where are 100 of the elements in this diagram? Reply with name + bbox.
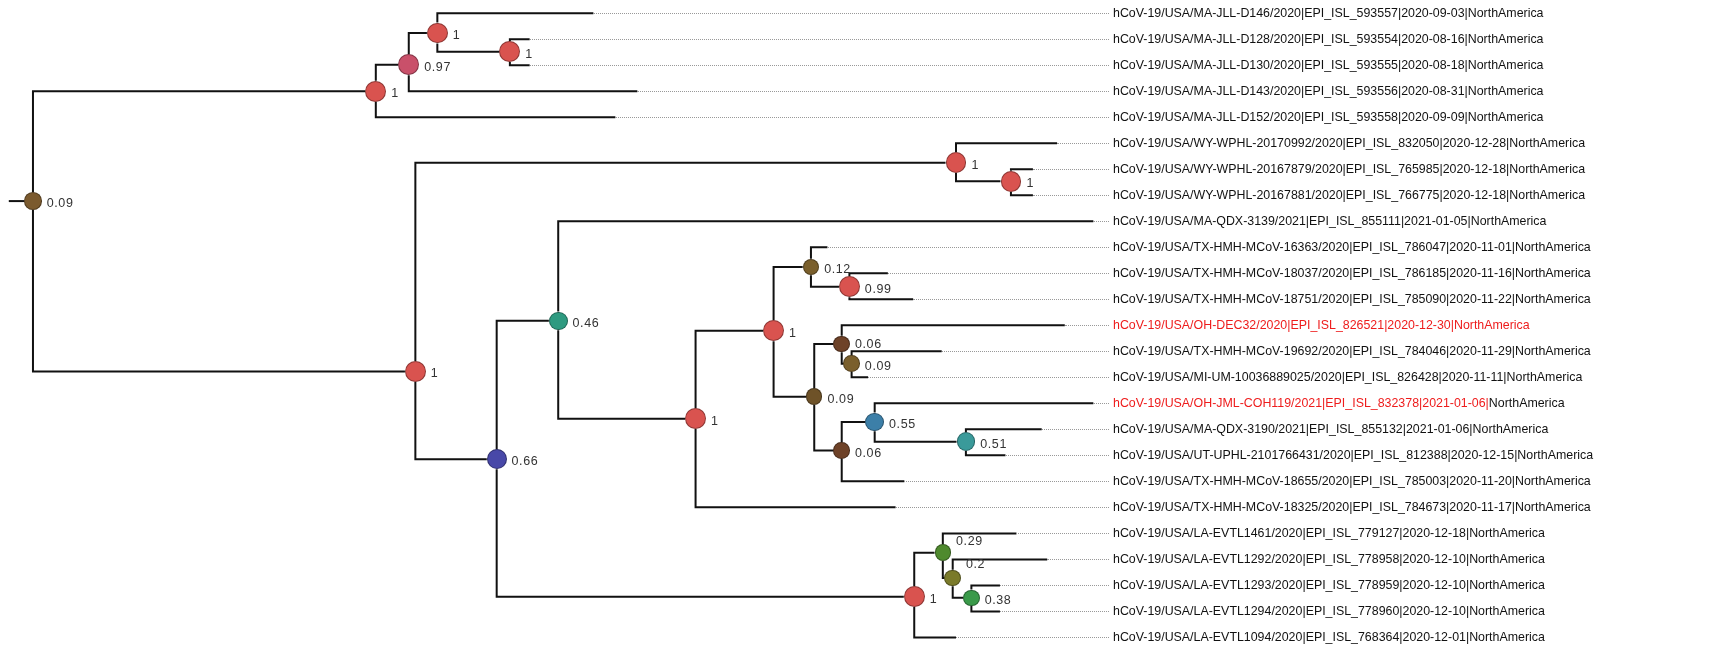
- support-value: 0.12: [824, 262, 851, 276]
- support-value: 0.2: [965, 557, 986, 571]
- node-circle: [426, 22, 448, 44]
- sequence-label: hCoV-19/USA/TX-HMH-MCoV-19692/2020|EPI_ISL_784046|2020-11-29|NorthAmerica: [1113, 343, 1591, 359]
- node-circle: [365, 80, 387, 102]
- tree-branch: [813, 403, 835, 452]
- node-circle: [763, 320, 784, 342]
- sequence-label: hCoV-19/USA/TX-HMH-MCoV-18655/2020|EPI_ISL_785003|2020-11-20|NorthAmerica: [1113, 473, 1591, 489]
- sequence-label: hCoV-19/USA/MI-UM-10036889025/2020|EPI_ISL_826428|2020-11-11|NorthAmerica: [1113, 369, 1583, 385]
- support-value: 0.99: [864, 281, 892, 296]
- tree-branch: [850, 350, 943, 357]
- tree-branch: [970, 605, 1001, 613]
- node-circle: [499, 41, 521, 63]
- tree-branch: [436, 12, 595, 24]
- tree-branch: [407, 74, 639, 93]
- tree-branch: [955, 142, 1059, 154]
- node-circle: [903, 586, 925, 608]
- node-circle: [833, 442, 850, 459]
- tree-branch: [374, 63, 400, 82]
- sequence-label: hCoV-19/USA/MA-JLL-D130/2020|EPI_ISL_593555|2020-08-18|NorthAmerica: [1113, 57, 1544, 73]
- node-circle: [944, 569, 961, 587]
- support-value: 0.97: [424, 59, 451, 74]
- support-value: 0.38: [984, 592, 1012, 607]
- node-circle: [802, 258, 820, 276]
- tree-branch: [772, 266, 804, 322]
- tree-branch: [840, 420, 867, 444]
- node-circle: [685, 408, 706, 430]
- tree-branch: [436, 42, 501, 53]
- sequence-label: hCoV-19/USA/MA-JLL-D143/2020|EPI_ISL_593556|2020-08-31|NorthAmerica: [1113, 83, 1544, 99]
- support-value: 1: [1026, 176, 1034, 191]
- node-circle: [1000, 170, 1022, 192]
- tree-branch: [694, 329, 765, 410]
- sequence-label: hCoV-19/USA/OH-JML-COH119/2021|EPI_ISL_832378|2021-01-06|NorthAmerica: [1113, 395, 1565, 411]
- tree-branch: [964, 450, 1007, 457]
- tree-branch: [495, 468, 905, 598]
- tree-branch: [557, 220, 1095, 313]
- support-value: 1: [525, 46, 533, 61]
- tree-branch: [31, 90, 367, 194]
- support-value: 0.55: [889, 416, 916, 431]
- support-value: 1: [391, 86, 399, 101]
- support-value: 1: [452, 27, 461, 42]
- tree-branch: [414, 380, 488, 461]
- support-value: 0.51: [980, 436, 1007, 451]
- tree-branch: [813, 342, 835, 390]
- sequence-label: hCoV-19/USA/MA-QDX-3190/2021|EPI_ISL_855132|2021-01-06|NorthAmerica: [1113, 421, 1549, 437]
- tree-branch: [955, 172, 1002, 183]
- sequence-label: hCoV-19/USA/TX-HMH-MCoV-16363/2020|EPI_ISL_786047|2020-11-01|NorthAmerica: [1113, 239, 1591, 255]
- tree-branch: [7, 200, 26, 203]
- support-value: 1: [430, 366, 439, 381]
- tree-branch: [1009, 190, 1034, 197]
- sequence-label: hCoV-19/USA/LA-EVTL1292/2020|EPI_ISL_778958|2020-12-10|NorthAmerica: [1113, 551, 1545, 567]
- sequence-label: hCoV-19/USA/MA-JLL-D152/2020|EPI_ISL_593558|2020-09-09|NorthAmerica: [1113, 109, 1544, 125]
- node-circle: [548, 311, 568, 331]
- support-value: 0.06: [854, 336, 882, 351]
- tree-branch: [951, 558, 1049, 571]
- node-circle: [963, 589, 980, 606]
- node-circle: [833, 335, 850, 353]
- support-value: 1: [971, 157, 979, 172]
- sequence-label: hCoV-19/USA/LA-EVTL1461/2020|EPI_ISL_779127|2020-12-18|NorthAmerica: [1113, 525, 1545, 541]
- node-circle: [945, 152, 967, 174]
- sequence-label: hCoV-19/USA/TX-HMH-MCoV-18751/2020|EPI_ISL_785090|2020-11-22|NorthAmerica: [1113, 291, 1591, 307]
- sequence-label: hCoV-19/USA/OH-DEC32/2020|EPI_ISL_826521|2020-12-30|NorthAmerica: [1113, 317, 1530, 333]
- tree-branch: [840, 457, 906, 483]
- tree-branch: [840, 324, 1066, 337]
- support-value: 0.66: [511, 454, 539, 469]
- support-value: 0.29: [956, 533, 983, 548]
- sequence-label: hCoV-19/USA/LA-EVTL1294/2020|EPI_ISL_778960|2020-12-10|NorthAmerica: [1113, 603, 1545, 619]
- tree-branch: [913, 551, 936, 588]
- tree-branch: [848, 296, 915, 301]
- sequence-label: hCoV-19/USA/MA-JLL-D146/2020|EPI_ISL_593557|2020-09-03|NorthAmerica: [1113, 5, 1544, 21]
- node-circle: [404, 360, 426, 382]
- sequence-label: hCoV-19/USA/UT-UPHL-2101766431/2020|EPI_ISL_812388|2020-12-15|NorthAmerica: [1113, 447, 1594, 463]
- node-circle: [486, 449, 507, 470]
- node-circle: [398, 54, 420, 76]
- tree-branch: [850, 370, 870, 379]
- support-value: 0.09: [864, 358, 892, 373]
- node-circle: [956, 432, 976, 452]
- tree-branch: [913, 606, 957, 639]
- tree-branch: [495, 319, 550, 451]
- tree-branch: [414, 161, 947, 362]
- tree-branch: [1009, 168, 1034, 172]
- node-circle: [24, 192, 42, 210]
- tree-branch: [970, 584, 1001, 591]
- tree-branch: [873, 430, 958, 443]
- node-circle: [865, 412, 884, 432]
- support-value: 1: [929, 591, 938, 606]
- sequence-label: hCoV-19/USA/WY-WPHL-20167879/2020|EPI_ISL_765985|2020-12-18|NorthAmerica: [1113, 161, 1586, 177]
- tree-branch: [809, 274, 840, 288]
- tree-branch: [941, 559, 946, 579]
- sequence-label: hCoV-19/USA/WY-WPHL-20170992/2020|EPI_ISL_832050|2020-12-28|NorthAmerica: [1113, 135, 1586, 151]
- tree-branch: [508, 38, 531, 43]
- support-value: 0.46: [572, 315, 600, 330]
- tree-branch: [694, 428, 897, 509]
- sequence-label: hCoV-19/USA/TX-HMH-MCoV-18325/2020|EPI_ISL_784673|2020-11-17|NorthAmerica: [1113, 499, 1591, 515]
- tree-branch: [951, 585, 965, 599]
- tree-branch: [941, 532, 1018, 546]
- tree-branch: [557, 329, 687, 420]
- sequence-label: hCoV-19/USA/TX-HMH-MCoV-18037/2020|EPI_ISL_786185|2020-11-16|NorthAmerica: [1113, 265, 1591, 281]
- node-circle: [934, 544, 952, 561]
- tree-branch: [31, 208, 406, 373]
